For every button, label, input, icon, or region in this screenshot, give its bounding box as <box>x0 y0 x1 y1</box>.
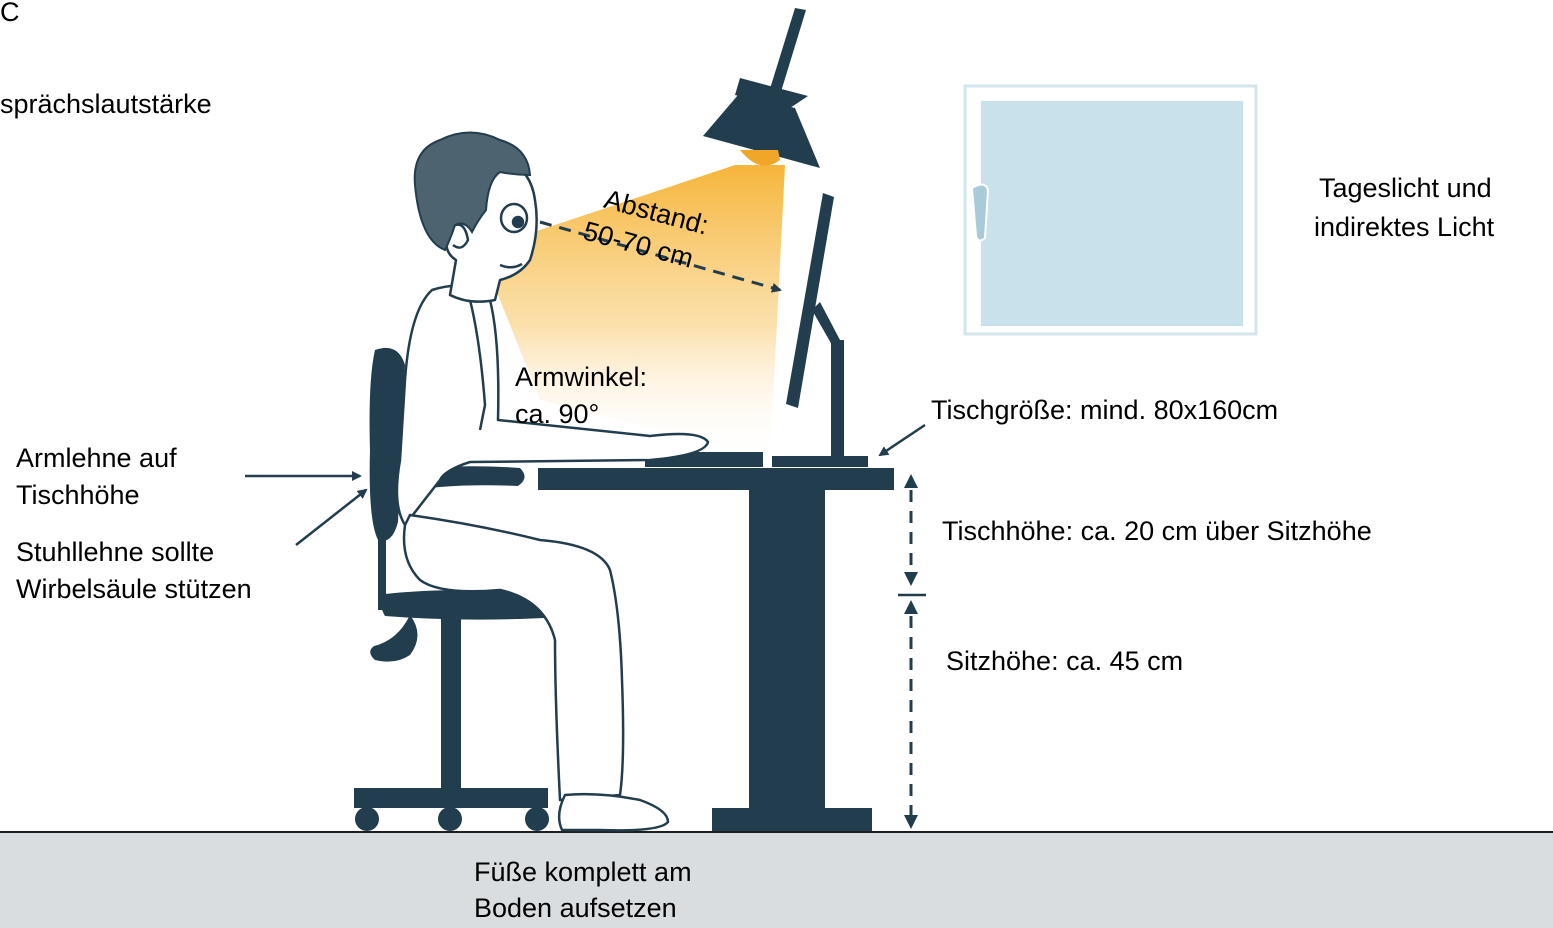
seat-height-measure <box>898 595 926 829</box>
desk-lamp-icon <box>703 8 820 168</box>
feet-label-line1: Füße komplett am <box>474 854 692 890</box>
backrest-arrow <box>296 490 366 545</box>
desk-height-label: Tischhöhe: ca. 20 cm über Sitzhöhe <box>942 513 1372 549</box>
desk-size-arrow <box>880 425 925 455</box>
armrest-label-line2: Tischhöhe <box>16 477 140 513</box>
desk-size-label: Tischgröße: mind. 80x160cm <box>931 392 1278 428</box>
armrest-label-line1: Armlehne auf <box>16 440 177 476</box>
daylight-label-line1: Tageslicht und <box>1319 170 1492 206</box>
feet-label-line2: Boden aufsetzen <box>474 890 677 926</box>
seat-height-label: Sitzhöhe: ca. 45 cm <box>946 643 1183 679</box>
backrest-label-line2: Wirbelsäule stützen <box>16 571 252 607</box>
top-left-fragment: C <box>0 0 20 30</box>
desk-height-measure <box>904 474 918 586</box>
top-left-fragment-2: sprächslautstärke <box>0 86 212 122</box>
arm-angle-label-line2: ca. 90° <box>515 396 599 432</box>
monitor-icon <box>772 193 868 467</box>
arm-angle-label-line1: Armwinkel: <box>515 359 647 395</box>
daylight-label-line2: indirektes Licht <box>1314 209 1494 245</box>
window-icon <box>965 86 1256 334</box>
backrest-label-line1: Stuhllehne sollte <box>16 534 214 570</box>
